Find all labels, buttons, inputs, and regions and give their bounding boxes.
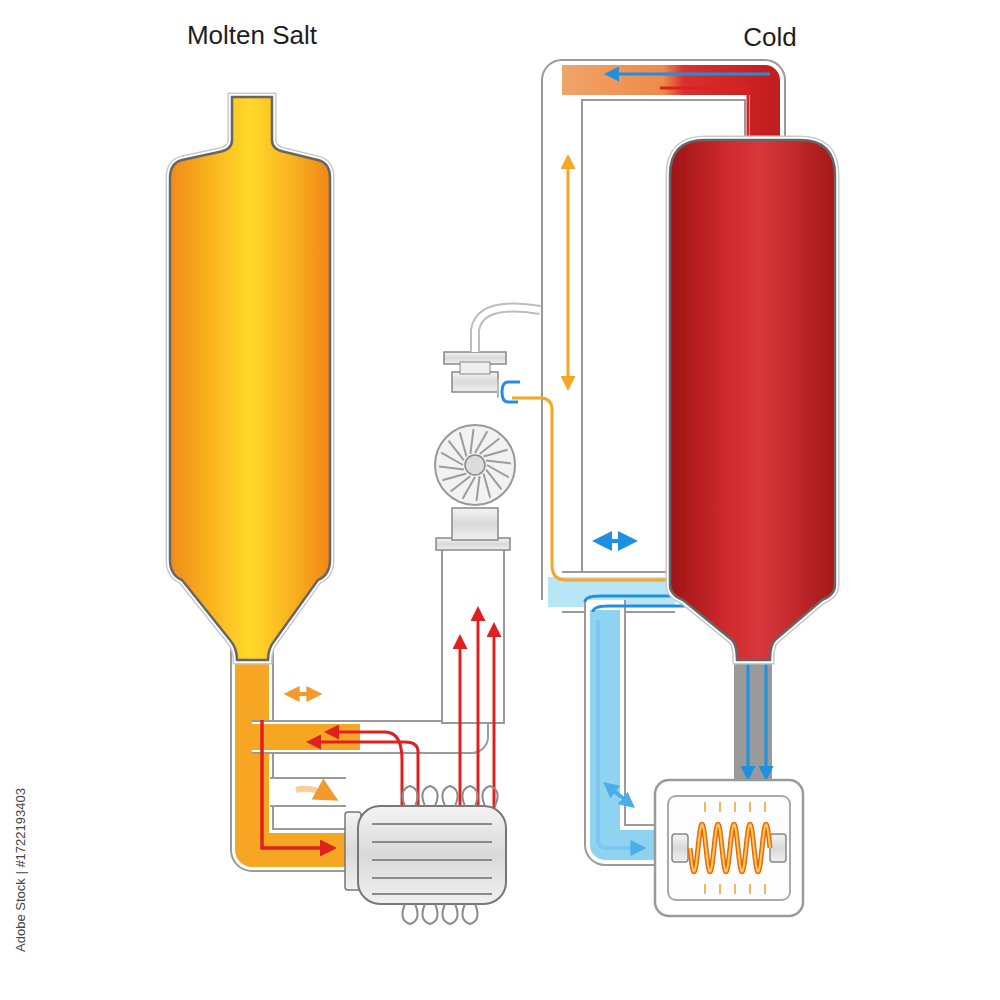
heater-unit: [770, 834, 786, 862]
return-flow-arrows: [610, 73, 770, 76]
pump-symbol: [486, 470, 501, 490]
pump-symbol: [486, 460, 511, 463]
hot-flow-arrows: [262, 720, 330, 848]
heat-exchanger: [372, 824, 492, 894]
pump-column: [436, 508, 510, 723]
cold-tank: Cold: [660, 130, 845, 665]
pump-symbol: [483, 450, 507, 457]
valve-pipe: [475, 308, 540, 353]
hot-pipes: [270, 777, 346, 807]
hot-flow-arrows: [493, 628, 496, 808]
heat-exchanger: [402, 786, 417, 806]
return-pipes: [605, 600, 660, 845]
double-arrows: [608, 786, 630, 804]
heater-unit: [705, 884, 765, 894]
heat-exchanger: [345, 786, 506, 924]
tank-body: [670, 140, 835, 660]
tank-label: Molten Salt: [187, 20, 317, 51]
pump-symbol: [460, 432, 467, 456]
hot-tank: Molten Salt: [160, 90, 340, 665]
pump-symbol: [442, 473, 466, 480]
tank-halo: [670, 140, 835, 660]
double-arrows: [290, 692, 316, 696]
tank-wall: [170, 97, 330, 660]
hot-flow-arrows: [459, 640, 462, 808]
double-arrows: [600, 539, 630, 543]
heat-exchanger: [402, 904, 417, 924]
double-arrows: [296, 789, 330, 796]
heater-unit: [705, 802, 765, 894]
heater-unit: [690, 824, 770, 871]
heat-exchanger: [358, 806, 506, 904]
heater-unit: [672, 834, 688, 862]
pump-symbol: [435, 352, 515, 505]
pump-symbol: [480, 438, 500, 453]
return-flow-arrows: [512, 398, 668, 580]
heat-exchanger: [482, 786, 497, 806]
return-pipes: [605, 610, 660, 845]
pump-symbol: [439, 467, 464, 470]
pump-symbol: [497, 380, 499, 398]
tank-body: [170, 97, 330, 660]
heat-exchanger: [422, 786, 437, 806]
pump-symbol: [477, 476, 480, 501]
pump-symbol: [448, 441, 463, 461]
tank-wall: [670, 140, 835, 660]
tank-halo: [170, 97, 330, 660]
heater-unit: [705, 802, 765, 812]
heat-exchanger: [462, 904, 477, 924]
pump-symbol: [470, 429, 473, 454]
pump-symbol: [460, 362, 490, 374]
pump-symbol: [439, 429, 511, 501]
hot-pipes: [270, 779, 346, 805]
tank-shape: [660, 130, 845, 665]
heat-exchanger: [462, 786, 477, 806]
watermark-text: Adobe Stock | #1722193403: [13, 788, 28, 952]
hot-pipes: [252, 724, 360, 750]
pump-column: [452, 508, 498, 540]
pump-symbol: [452, 372, 498, 392]
heat-exchanger: [422, 904, 437, 924]
pump-symbol: [483, 473, 490, 497]
hot-flow-arrows: [330, 732, 402, 808]
heat-exchanger: [372, 786, 498, 924]
pump-symbol: [465, 455, 485, 475]
pump-symbol: [451, 476, 471, 491]
heat-exchanger: [442, 786, 457, 806]
pump-symbol: [435, 425, 515, 505]
heater-unit: [655, 780, 803, 916]
heater-unit: [690, 824, 770, 871]
tank-label: Cold: [743, 22, 796, 53]
heat-exchanger: [442, 904, 457, 924]
double-arrows: [290, 541, 630, 804]
hot-flow-arrows: [477, 612, 480, 808]
heater-unit: [655, 780, 803, 916]
heater-unit: [668, 796, 790, 900]
valve-pipe: [475, 308, 540, 353]
tank-shape: [160, 90, 340, 665]
return-flow-arrows: [567, 160, 570, 385]
return-flow-arrows: [598, 620, 640, 848]
return-pipes: [605, 600, 660, 845]
